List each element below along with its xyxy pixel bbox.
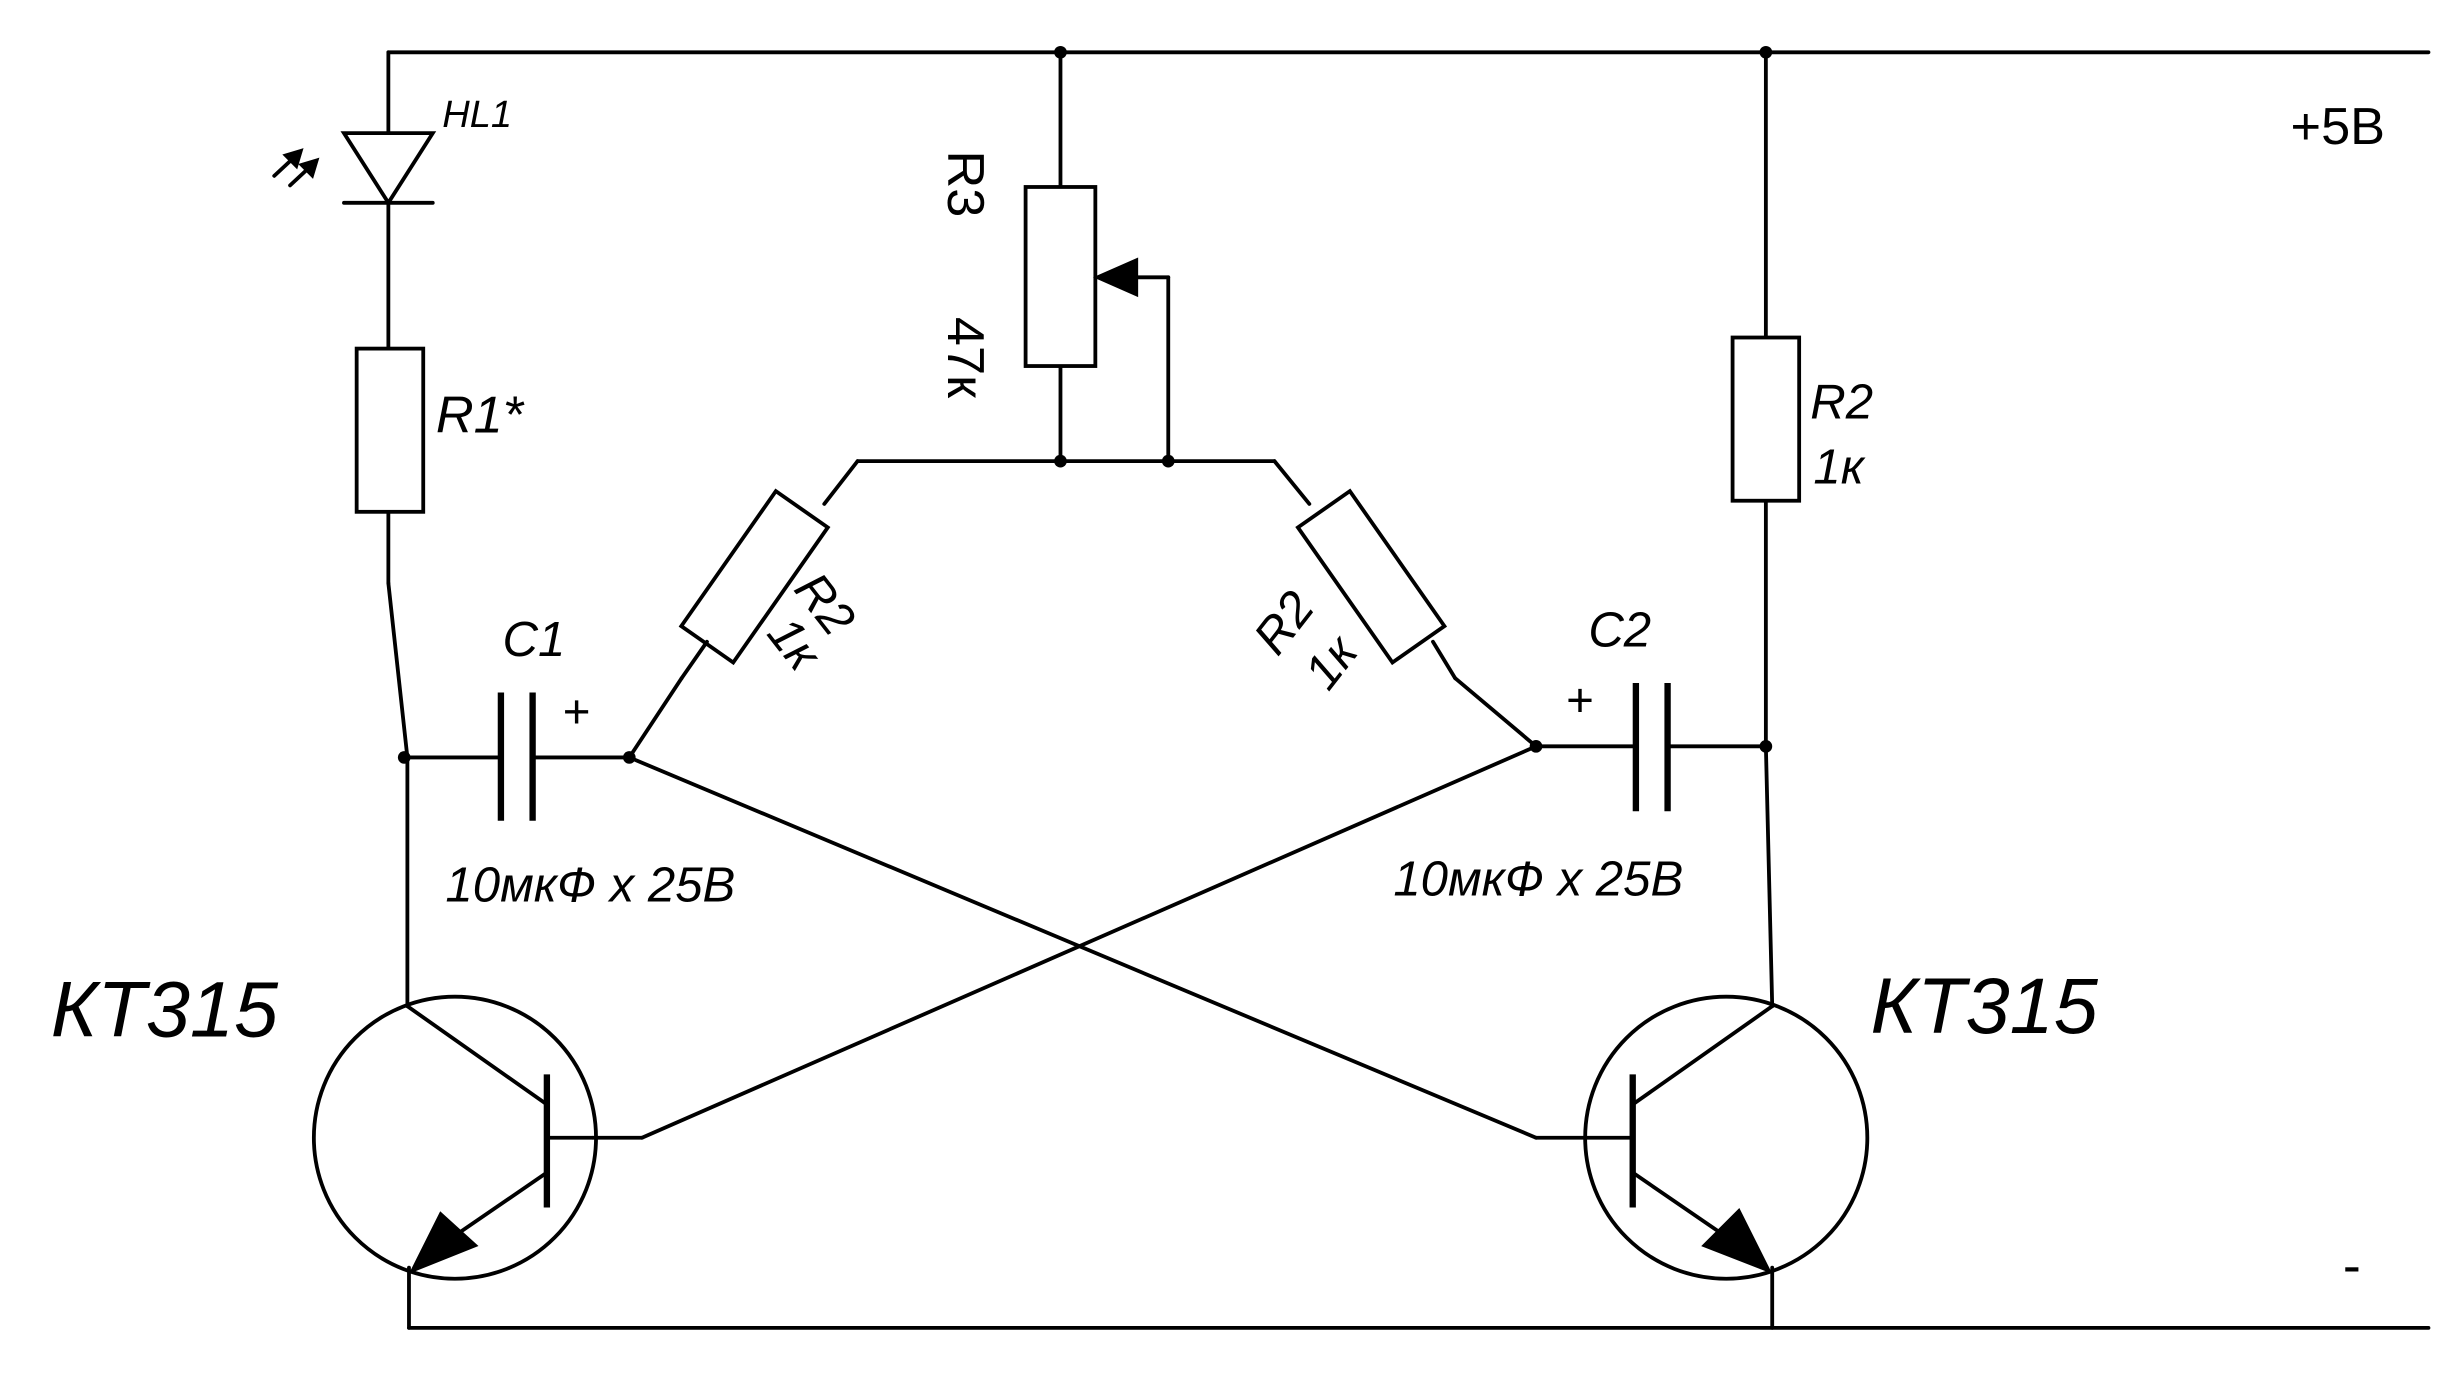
c1-polarity: + [563,685,591,738]
potentiometer-wiring [1058,50,1171,464]
positive-supply-label: +5В [2291,98,2386,156]
q2-label: КТ315 [1870,961,2098,1050]
npn-transistor-icon [311,994,598,1330]
left-base-resistor [627,459,860,760]
right-collector-wiring [1763,50,1775,1009]
hl1-label: HL1 [442,94,512,136]
r3-label: R3 [936,151,994,218]
cross-coupling-wires [590,744,1588,1140]
c1-value: 10мкФ х 25В [445,859,735,913]
r-collector-label: R2 [1810,375,1873,429]
r1-label: R1* [436,387,525,445]
r-collector-value: 1к [1813,440,1865,494]
c2-label: C2 [1588,604,1651,658]
resistor-icon [1730,335,1802,503]
polarized-capacitor-icon [1632,682,1671,812]
c1-label: C1 [502,613,565,667]
polarized-capacitor-icon [497,692,536,821]
q1-label: КТ315 [51,964,279,1053]
junction-dots [397,45,1773,764]
led-icon [272,131,437,207]
resistor-icon [354,346,426,514]
right-base-resistor [1272,459,1538,749]
potentiometer-icon [1023,185,1139,368]
left-collector-wiring [386,50,410,1009]
c2-polarity: + [1566,674,1594,727]
c2-value: 10мкФ х 25В [1393,852,1683,906]
r3-value: 47к [936,317,994,399]
negative-supply-label: - [2343,1236,2361,1296]
npn-transistor-icon [1583,994,1870,1330]
